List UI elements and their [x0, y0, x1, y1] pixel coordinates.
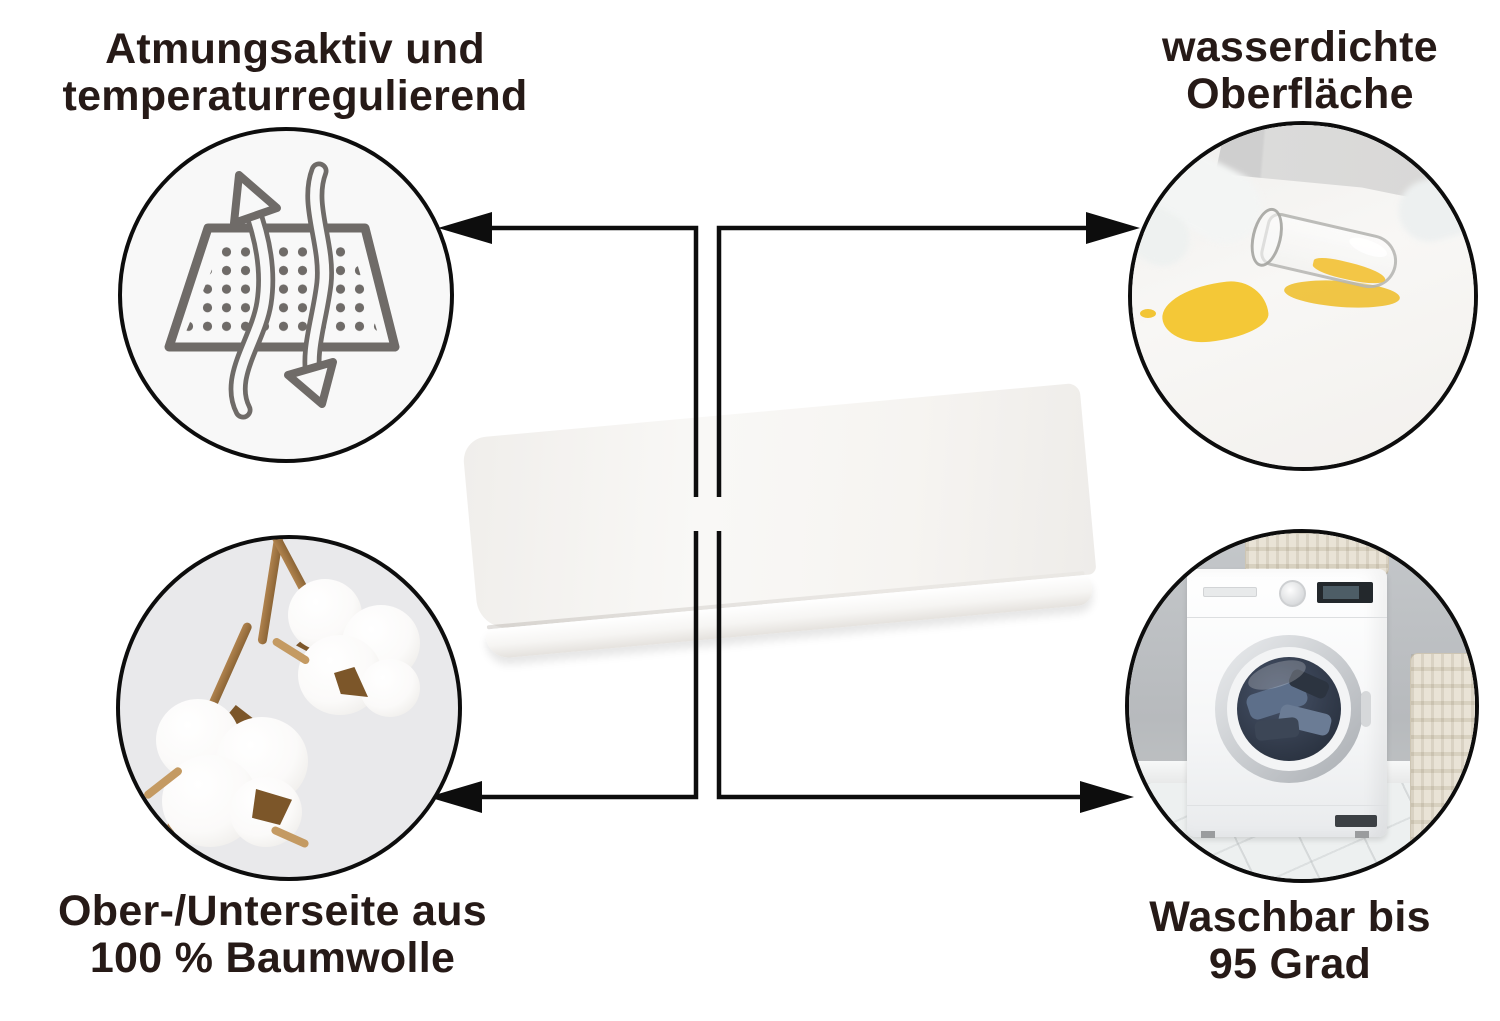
machine-foot [1355, 831, 1369, 838]
label-line: 95 Grad [1208, 940, 1372, 989]
spilled-glass-photo [1132, 125, 1474, 467]
feature-circle-waterproof [1128, 121, 1478, 471]
juice-droplet [1140, 309, 1156, 318]
wicker-basket-side [1410, 653, 1475, 851]
label-line: Atmungsaktiv und [105, 25, 485, 73]
control-panel-divider [1187, 617, 1387, 618]
cotton-puff [360, 659, 420, 717]
machine-foot [1201, 831, 1215, 838]
washing-machine-photo [1129, 533, 1475, 879]
label-cotton: Ober-/Unterseite aus 100 % Baumwolle [10, 887, 535, 983]
feature-circle-breathability [118, 127, 454, 463]
detergent-drawer [1203, 587, 1257, 597]
feature-circle-washable [1125, 529, 1479, 883]
folded-mattress-protector-image [452, 368, 1117, 663]
label-line: wasserdichte [1161, 23, 1439, 71]
door-glass [1237, 657, 1341, 761]
label-line: 100 % Baumwolle [89, 934, 456, 983]
label-waterproof: wasserdichte Oberfläche [1075, 23, 1500, 119]
label-line: Oberfläche [1186, 70, 1414, 119]
kick-panel-line [1187, 805, 1387, 806]
breathable-mattress-icon [164, 161, 400, 420]
pad-rotation-wrapper [440, 338, 1129, 692]
laundry-item [1254, 716, 1300, 742]
machine-display [1317, 582, 1373, 603]
cotton-branch-photo [120, 539, 458, 877]
arrowhead-bottom-right [1080, 781, 1134, 813]
label-line: Waschbar bis [1149, 893, 1431, 941]
label-washable: Waschbar bis 95 Grad [1070, 893, 1500, 989]
label-breathability: Atmungsaktiv und temperaturregulierend [20, 25, 570, 121]
feature-circle-cotton [116, 535, 462, 881]
program-knob [1279, 580, 1306, 607]
wicker-basket-top [1245, 533, 1389, 575]
washing-machine [1187, 569, 1387, 838]
display-screen [1323, 586, 1359, 599]
label-line: temperaturregulierend [62, 72, 528, 121]
machine-door [1215, 635, 1363, 783]
label-line: Ober-/Unterseite aus [58, 887, 487, 935]
door-handle [1361, 691, 1371, 727]
service-flap [1335, 815, 1377, 827]
